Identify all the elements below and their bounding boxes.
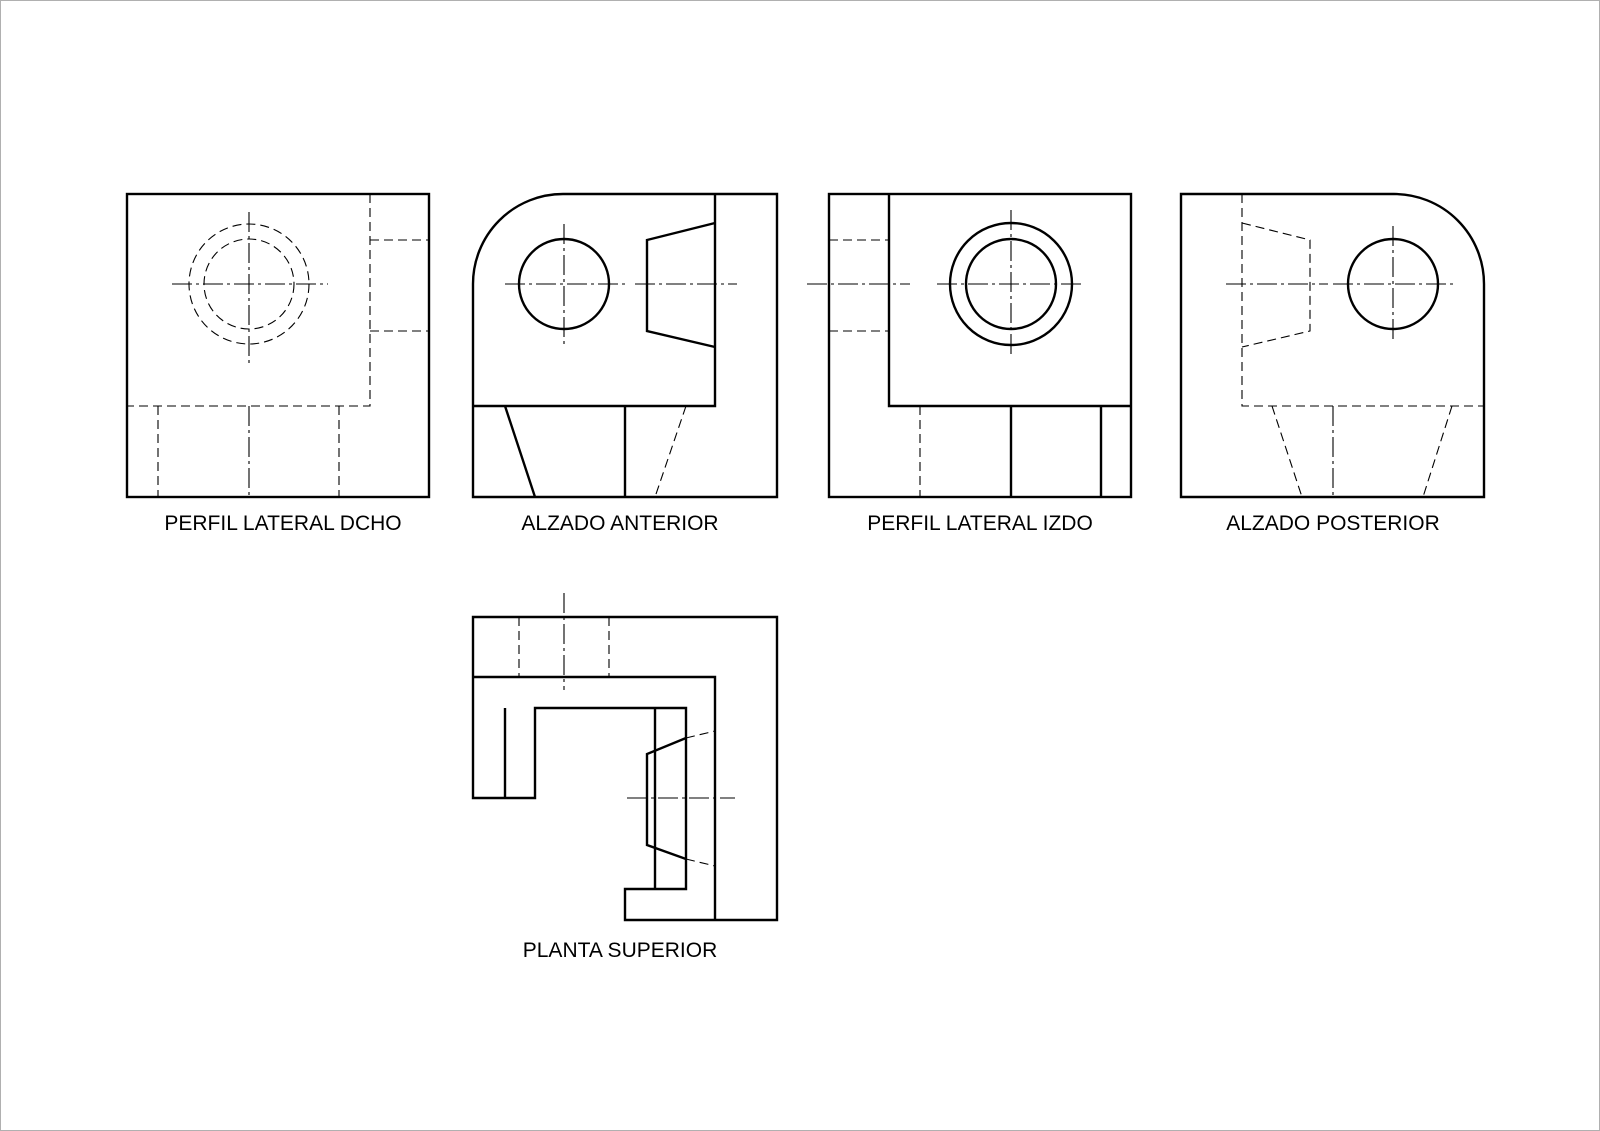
front-elevation-inner-edges [473, 194, 717, 498]
rear-elevation-center-lines [1226, 226, 1453, 497]
top-plan-center-lines [563, 593, 735, 828]
front-elevation-label: ALZADO ANTERIOR [521, 512, 718, 535]
front-elevation-center-lines [505, 224, 737, 344]
top-plan-outline [471, 615, 779, 922]
top-plan-wedge-boss [645, 736, 687, 861]
rear-elevation-hidden-wedge [1241, 222, 1311, 348]
right-profile-hidden-feet [157, 406, 340, 497]
rear-elevation-outline [1179, 192, 1486, 499]
left-profile-inner-edges [887, 194, 1131, 497]
rear-elevation-view: ALZADO POSTERIOR [1179, 192, 1486, 535]
front-elevation-bore [517, 237, 611, 331]
front-elevation-view: ALZADO ANTERIOR [471, 192, 779, 535]
left-profile-center-lines [807, 210, 1085, 358]
top-plan-label: PLANTA SUPERIOR [523, 939, 718, 962]
front-elevation-wedge-boss [645, 221, 716, 349]
top-plan-hidden-bore [518, 617, 610, 677]
right-profile-view: PERFIL LATERAL DCHO [125, 192, 431, 535]
right-profile-label: PERFIL LATERAL DCHO [164, 512, 401, 535]
top-plan-inner-edges [473, 675, 717, 920]
left-profile-label: PERFIL LATERAL IZDO [867, 512, 1093, 535]
rear-elevation-hidden-feet [1271, 405, 1453, 498]
left-profile-view: PERFIL LATERAL IZDO [807, 192, 1133, 535]
right-profile-hidden-slot [370, 239, 429, 332]
rear-elevation-hidden-l-edge [1241, 194, 1484, 407]
front-elevation-hidden-foot [654, 405, 687, 498]
right-profile-hidden-l-edge [127, 194, 371, 407]
right-profile-center-lines [172, 212, 328, 497]
left-profile-hidden-slot [829, 239, 889, 332]
top-plan-view: PLANTA SUPERIOR [471, 593, 779, 962]
right-profile-outline [125, 192, 431, 499]
left-profile-outline [827, 192, 1133, 499]
rear-elevation-label: ALZADO POSTERIOR [1226, 512, 1440, 535]
front-elevation-outline [471, 192, 779, 499]
top-plan-hidden-wedge [685, 730, 716, 867]
